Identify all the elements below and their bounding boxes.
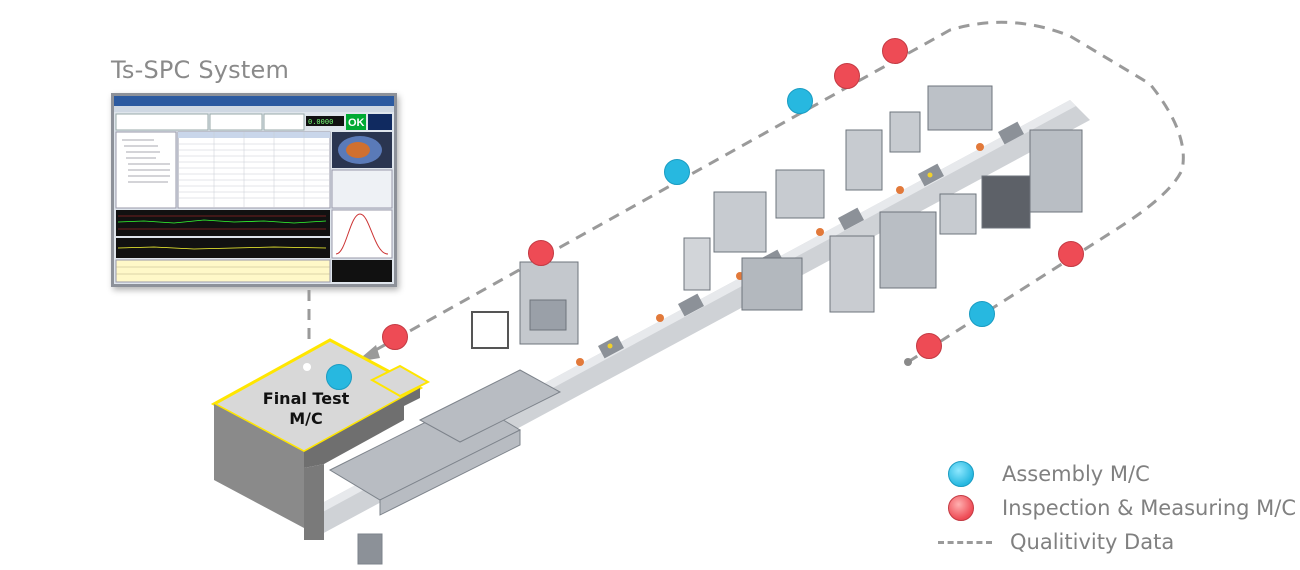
dashed-line-icon xyxy=(938,540,992,544)
inspection-marker xyxy=(1058,241,1084,267)
assembly-marker xyxy=(969,301,995,327)
inspection-marker xyxy=(916,333,942,359)
spc-ok-status: OK xyxy=(348,117,365,129)
inspection-dot-icon xyxy=(948,495,974,521)
inspection-marker xyxy=(382,324,408,350)
svg-text:0.0000: 0.0000 xyxy=(308,118,333,126)
lower-assembly-cells xyxy=(328,369,562,565)
spc-screen-thumbnail: 0.0000 OK xyxy=(111,93,397,287)
inspection-marker xyxy=(882,38,908,64)
final-test-line1: Final Test xyxy=(262,389,350,408)
final-test-label: Final Test M/C xyxy=(258,389,354,429)
spc-screen-graphic: 0.0000 OK xyxy=(114,96,394,283)
quality-data-route xyxy=(371,20,1185,364)
assembly-markers xyxy=(326,88,995,390)
route-start-dot xyxy=(904,358,912,366)
final-test-line2: M/C xyxy=(289,409,323,428)
assembly-marker xyxy=(787,88,813,114)
assembly-marker xyxy=(326,364,352,390)
final-test-building xyxy=(210,338,431,540)
inspection-marker xyxy=(528,240,554,266)
legend-data-label: Qualitivity Data xyxy=(1010,530,1175,554)
legend-inspection-label: Inspection & Measuring M/C xyxy=(1002,496,1296,520)
assembly-dot-icon xyxy=(948,461,974,487)
assembly-marker xyxy=(664,159,690,185)
inspection-marker xyxy=(834,63,860,89)
legend-data: Qualitivity Data xyxy=(938,527,1174,557)
legend-assembly: Assembly M/C xyxy=(948,459,1150,489)
legend-inspection: Inspection & Measuring M/C xyxy=(948,493,1296,523)
system-title: Ts-SPC System xyxy=(111,56,290,84)
inspection-markers xyxy=(382,38,1084,359)
machine-stations xyxy=(471,85,1083,349)
legend-assembly-label: Assembly M/C xyxy=(1002,462,1150,486)
